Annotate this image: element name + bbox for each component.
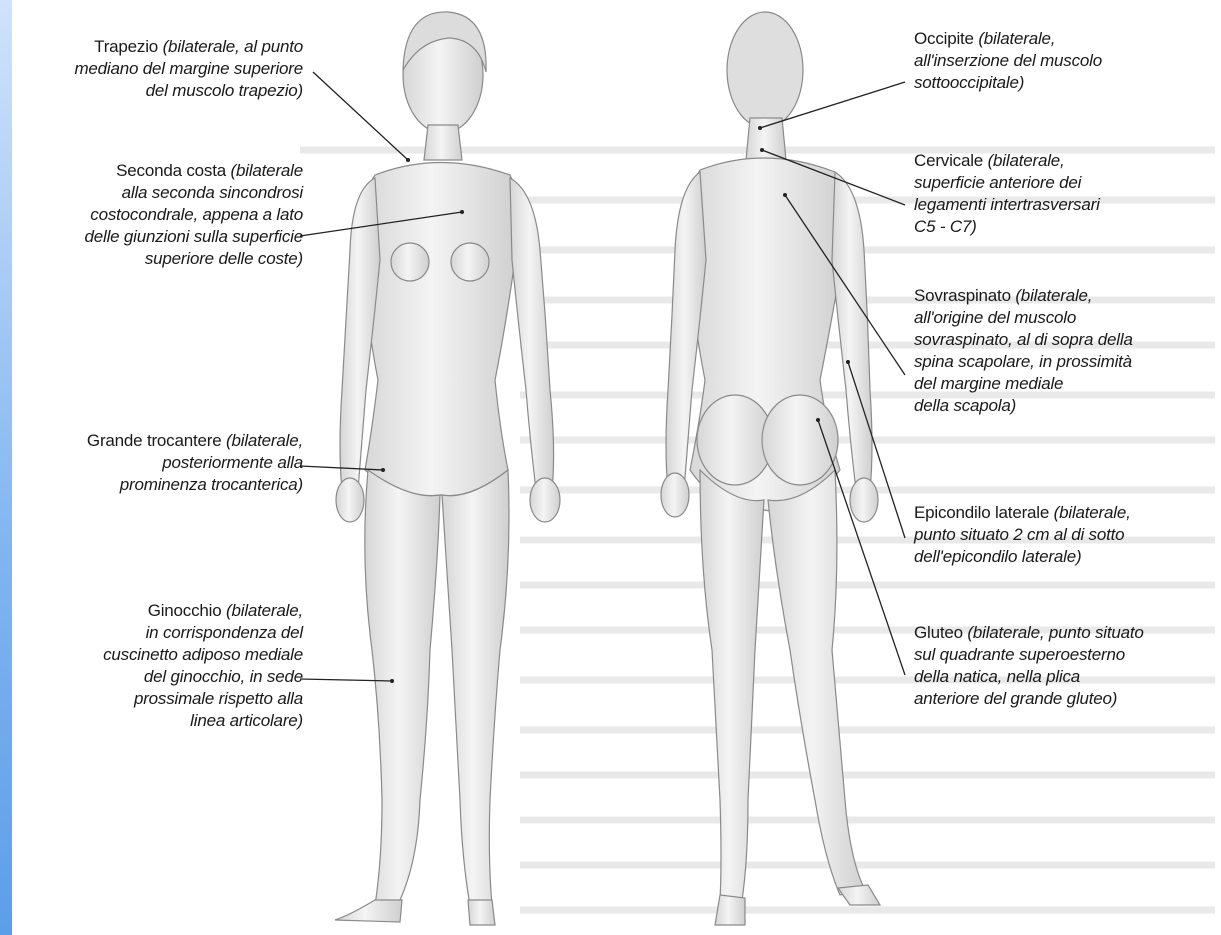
label-title: Occipite <box>914 29 974 48</box>
label-line: (bilaterale, <box>222 431 304 450</box>
label-title: Gluteo <box>914 623 963 642</box>
label-line: cuscinetto adiposo mediale <box>103 645 303 664</box>
label-line: prominenza trocanterica) <box>120 475 303 494</box>
label-line: sul quadrante superoesterno <box>914 645 1125 664</box>
front-right-foot <box>468 900 495 925</box>
back-buttock-right <box>762 395 838 485</box>
label-line: del muscolo trapezio) <box>146 81 303 100</box>
marker-cervicale <box>760 148 764 152</box>
label-gluteo: Gluteo (bilaterale, punto situato sul qu… <box>914 622 1144 710</box>
back-left-leg <box>700 470 764 900</box>
marker-ginocchio <box>390 679 394 683</box>
label-line: sottooccipitale) <box>914 73 1024 92</box>
label-line: del margine mediale <box>914 374 1063 393</box>
label-line: (bilaterale, <box>974 29 1056 48</box>
marker-grande-trocantere <box>381 468 385 472</box>
back-left-hand <box>661 473 689 517</box>
label-line: linea articolare) <box>190 711 303 730</box>
label-title: Trapezio <box>94 37 158 56</box>
label-ginocchio: Ginocchio (bilaterale, in corrispondenza… <box>103 600 303 732</box>
front-left-foot <box>335 900 402 922</box>
label-line: legamenti intertrasversari <box>914 195 1100 214</box>
label-grande-trocantere: Grande trocantere (bilaterale, posterior… <box>87 430 303 496</box>
label-title: Ginocchio <box>148 601 222 620</box>
label-line: all'origine del muscolo <box>914 308 1076 327</box>
label-line: posteriormente alla <box>162 453 303 472</box>
marker-seconda-costa <box>460 210 464 214</box>
marker-occipite <box>758 126 762 130</box>
label-line: (bilaterale, <box>1049 503 1131 522</box>
label-line: (bilaterale, <box>1011 286 1093 305</box>
front-neck <box>424 125 462 160</box>
label-line: (bilaterale, punto situato <box>963 623 1144 642</box>
label-line: alla seconda sincondrosi <box>122 183 303 202</box>
label-title: Grande trocantere <box>87 431 222 450</box>
label-title: Seconda costa <box>116 161 226 180</box>
marker-epicondilo <box>846 360 850 364</box>
label-sovraspinato: Sovraspinato (bilaterale, all'origine de… <box>914 285 1133 417</box>
front-left-hand <box>336 478 364 522</box>
marker-sovraspinato <box>783 193 787 197</box>
label-title: Epicondilo laterale <box>914 503 1049 522</box>
label-line: sovraspinato, al di sopra della <box>914 330 1133 349</box>
label-line: del ginocchio, in sede <box>144 667 303 686</box>
front-right-hand <box>530 478 560 522</box>
label-line: mediano del margine superiore <box>74 59 303 78</box>
label-title: Cervicale <box>914 151 983 170</box>
back-head <box>727 12 803 128</box>
label-title: Sovraspinato <box>914 286 1011 305</box>
front-right-arm <box>510 178 554 490</box>
front-left-leg <box>365 470 440 905</box>
back-neck <box>746 118 786 160</box>
label-line: (bilaterale, al punto <box>158 37 303 56</box>
back-left-foot <box>715 895 745 925</box>
label-seconda-costa: Seconda costa (bilaterale alla seconda s… <box>84 160 303 270</box>
label-cervicale: Cervicale (bilaterale, superficie anteri… <box>914 150 1100 238</box>
label-line: spina scapolare, in prossimità <box>914 352 1132 371</box>
label-occipite: Occipite (bilaterale, all'inserzione del… <box>914 28 1102 94</box>
front-right-leg <box>442 470 509 905</box>
label-line: (bilaterale, <box>983 151 1065 170</box>
label-line: superiore delle coste) <box>145 249 303 268</box>
label-epicondilo-laterale: Epicondilo laterale (bilaterale, punto s… <box>914 502 1131 568</box>
label-line: (bilaterale, <box>222 601 304 620</box>
label-line: anteriore del grande gluteo) <box>914 689 1117 708</box>
back-right-hand <box>850 478 878 522</box>
back-right-foot <box>838 885 880 905</box>
label-line: all'inserzione del muscolo <box>914 51 1102 70</box>
label-line: delle giunzioni sulla superficie <box>84 227 303 246</box>
label-line: prossimale rispetto alla <box>134 689 303 708</box>
label-trapezio: Trapezio (bilaterale, al punto mediano d… <box>74 36 303 102</box>
label-line: della natica, nella plica <box>914 667 1080 686</box>
label-line: C5 - C7) <box>914 217 977 236</box>
front-torso <box>361 163 517 496</box>
front-breast-right <box>451 243 489 281</box>
marker-gluteo <box>816 418 820 422</box>
label-line: (bilaterale <box>226 161 303 180</box>
front-breast-left <box>391 243 429 281</box>
label-line: punto situato 2 cm al di sotto <box>914 525 1124 544</box>
label-line: della scapola) <box>914 396 1016 415</box>
label-line: dell'epicondilo laterale) <box>914 547 1081 566</box>
label-line: in corrispondenza del <box>146 623 303 642</box>
label-line: costocondrale, appena a lato <box>90 205 303 224</box>
marker-trapezio <box>406 158 410 162</box>
label-line: superficie anteriore dei <box>914 173 1081 192</box>
